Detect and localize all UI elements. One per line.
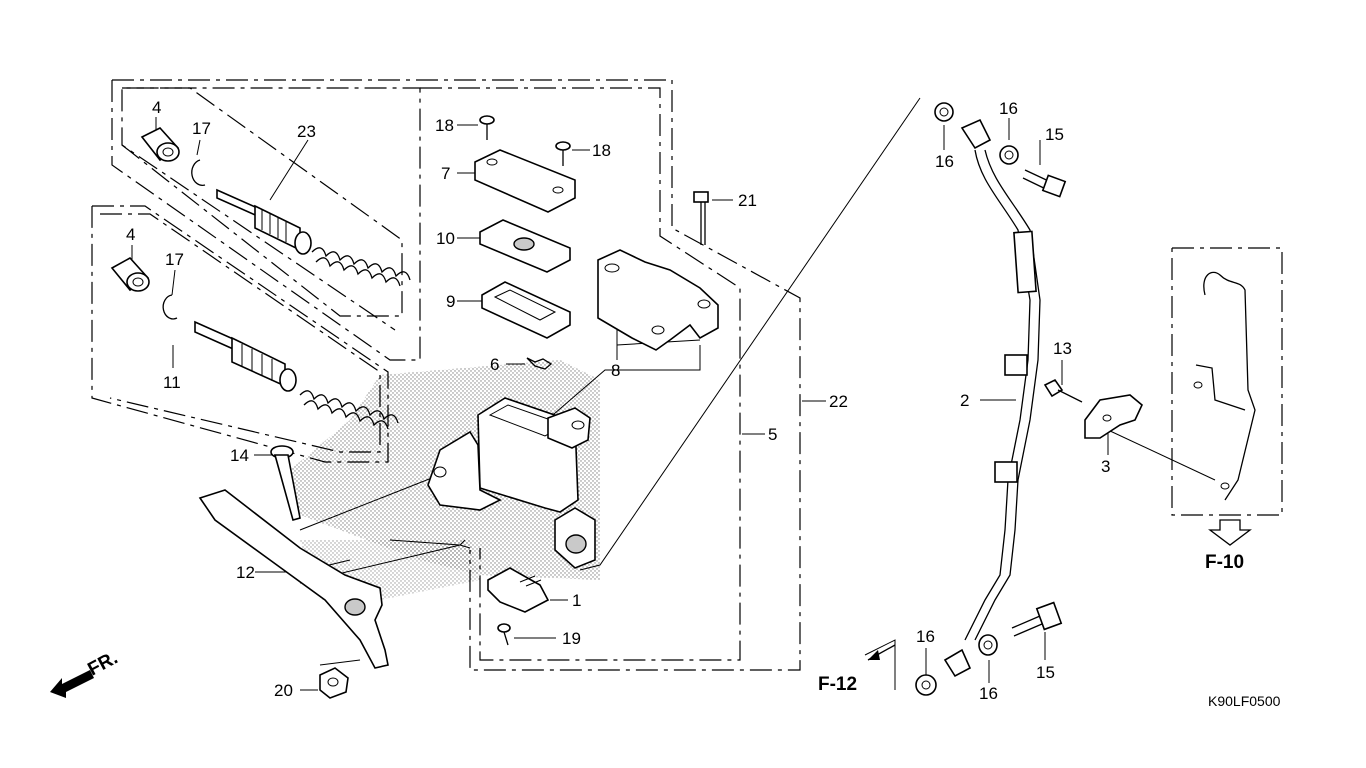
label-part-16d: 16 [979,684,998,703]
brake-lever [198,489,389,669]
label-part-14: 14 [230,446,249,465]
dust-boot-lower [110,256,150,292]
label-part-3: 3 [1101,457,1110,476]
screw-18a [479,115,495,140]
bolt-21 [693,191,709,245]
clip [526,357,553,370]
label-part-16c: 16 [916,627,935,646]
lower-banjo [915,634,998,696]
diaphragm-plate [479,219,571,273]
nut [319,667,349,699]
label-part-6: 6 [490,355,499,374]
label-part-9: 9 [446,292,455,311]
label-part-5: 5 [768,425,777,444]
banjo-bolt-upper [1022,169,1067,198]
label-part-18a: 18 [435,116,454,135]
label-part-12: 12 [236,563,255,582]
upper-banjo [934,102,1019,165]
label-part-17b: 17 [165,250,184,269]
pivot-bolt [270,445,301,521]
label-part-11: 11 [163,373,181,392]
screw-18b [555,141,571,166]
label-part-21: 21 [738,191,757,210]
diaphragm [481,281,571,339]
ref-f10: F-10 [1205,552,1244,573]
brake-hose [964,149,1041,641]
label-part-13: 13 [1053,339,1072,358]
label-part-8: 8 [611,361,620,380]
master-cylinder-holder [597,249,719,351]
label-part-16b: 16 [999,99,1018,118]
label-part-15a: 15 [1045,125,1064,144]
piston-lower [194,320,297,392]
label-part-7: 7 [441,164,450,183]
bolt-13 [1043,378,1083,403]
stay-bracket [1193,271,1256,501]
front-arrow [50,670,94,698]
label-part-16a: 16 [935,152,954,171]
label-part-18b: 18 [592,141,611,160]
banjo-bolt-lower [1011,601,1063,637]
hose-clamp [1084,394,1143,439]
label-part-2: 2 [960,391,969,410]
label-part-15b: 15 [1036,663,1055,682]
label-part-4b: 4 [126,225,135,244]
label-part-4a: 4 [152,98,161,117]
spring-upper [311,247,411,287]
diagram-code: K90LF0500 [1208,693,1281,709]
part-number-labels: 4 17 23 4 17 11 18 18 7 10 9 6 8 21 5 22… [126,98,1110,703]
f12-arrow [867,644,896,661]
screw-19 [497,623,511,646]
label-part-1: 1 [572,591,581,610]
label-part-20: 20 [274,681,293,700]
label-part-17a: 17 [192,119,211,138]
reservoir-cover [474,149,576,213]
label-part-23: 23 [297,122,316,141]
brake-light-switch [487,567,550,613]
piston-upper [216,188,312,255]
circlip-lower [162,294,178,320]
assembly-outlines [91,79,1283,671]
label-part-22: 22 [829,392,848,411]
circlip-upper [191,159,206,186]
master-cylinder-body [427,397,596,569]
dust-boot-upper [140,127,180,162]
f10-arrow [1208,519,1252,546]
ref-f12: F-12 [818,674,857,695]
label-part-19: 19 [562,629,581,648]
spring-lower [299,390,399,430]
label-part-10: 10 [436,229,455,248]
parts [50,102,1256,699]
